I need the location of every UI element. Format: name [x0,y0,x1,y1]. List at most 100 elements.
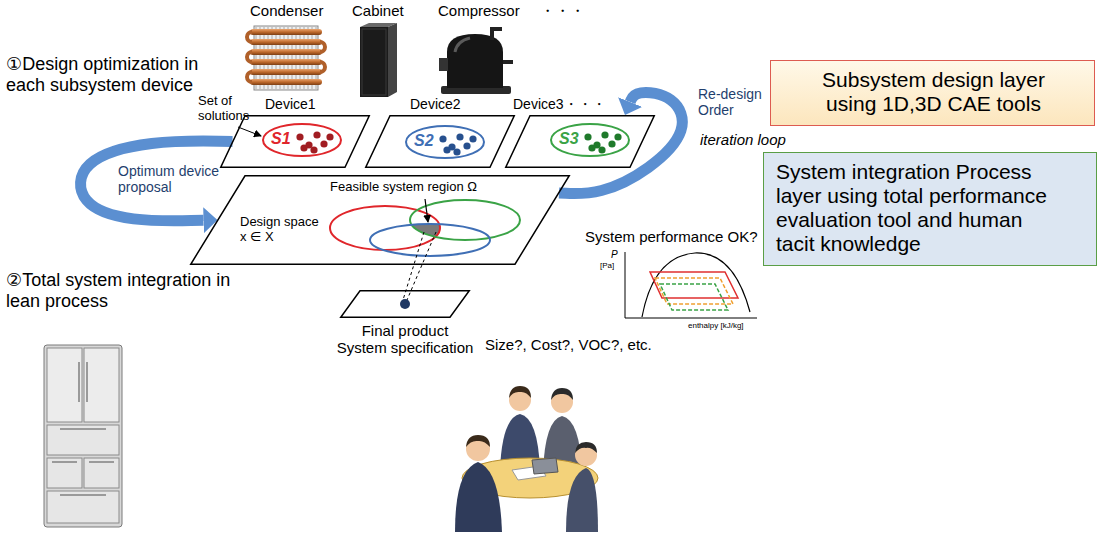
refrigerator-picture [47,348,82,422]
condenser-picture [250,79,322,85]
set-outline [263,124,341,156]
team-picture [455,462,502,532]
final-spec-plane: Final product System specification [340,290,470,318]
design-space-sets [400,299,410,309]
compressor-picture [439,29,513,94]
solution-dot [584,133,591,140]
team-picture [532,458,558,474]
question-note: System performance OK? [585,228,758,245]
condenser-picture [250,49,322,55]
refrigerator-picture [84,348,119,422]
team-picture [551,388,573,400]
solution-dot [614,133,621,140]
solution-set: S1 [262,123,342,157]
condenser-picture [250,29,322,35]
design-space-sets [370,224,490,256]
part-name: Compressor [438,2,520,19]
refrigerator-picture [44,345,122,527]
team-picture [509,386,531,398]
device-plane-outline [220,115,370,168]
layer-box: Subsystem design layer using 1D,3D CAE t… [770,60,1095,126]
compressor-picture [439,58,448,71]
solution-dot [469,135,476,142]
set-leader [238,127,261,136]
solution-set: S3 [550,123,630,157]
set-outline [551,124,629,156]
set-outline [406,126,484,158]
part-name: Condenser [250,2,323,19]
refrigerator-picture [52,429,114,495]
node-text: S2 [414,132,434,150]
plane-outline [341,291,470,318]
callout-label: Set of solutions [198,94,260,124]
callout-label: Feasible system region Ω [330,180,477,195]
refrigerator-picture [44,345,122,527]
device-plane: Device3・・・S3 [505,115,655,168]
condenser-picture [250,59,322,65]
team-picture [566,468,598,532]
solution-set: S2 [405,125,485,159]
compressor-picture [455,38,470,52]
condenser-picture [247,32,325,82]
node-text: S3 [559,130,579,148]
loop-note: iteration loop [700,131,786,148]
ph-chart [642,253,750,317]
node-text: Device3・・・ [513,96,606,112]
solution-dot [598,146,605,153]
ph-chart [625,252,757,318]
design-space-sets [410,200,520,240]
condenser-picture [250,39,322,45]
solution-dot [310,146,317,153]
axis-unit: [Pa] [600,261,614,270]
final-spec-plane-outline [340,290,470,318]
solution-dot [300,144,307,151]
cabinet-picture [360,27,388,97]
compressor-picture [492,29,513,62]
step-heading: ②Total system integration in lean proces… [6,270,241,311]
question-note: Size?, Cost?, VOC?, etc. [485,336,652,353]
node-text: System integration Process layer using t… [776,160,1058,257]
part-name: ・・・ [540,2,585,19]
condenser-picture [247,26,325,90]
device-plane: Device1S1 [220,115,370,168]
solution-dot [588,144,595,151]
node-text: Device1 [265,96,316,112]
axis-label: enthalpy [kJ/kg] [688,321,744,330]
compressor-picture [447,34,503,88]
solution-dot [296,133,303,140]
design-space-sets [330,206,440,250]
team-picture [466,435,490,447]
solution-dot [456,133,463,140]
node-text: Subsystem design layer using 1D,3D CAE t… [808,68,1059,116]
design-space-sets [403,232,436,300]
design-space-sets [330,206,440,250]
cabinet-picture [388,23,397,97]
node-text: Design space x ∈ X [240,215,326,245]
team-picture [455,386,598,532]
cabinet-picture [362,29,386,95]
team-picture [575,442,597,453]
edge-label: Re-design Order [698,86,768,118]
node-text: Device2 [410,96,461,112]
layer-box: System integration Process layer using t… [763,152,1097,266]
axis-label: P [611,249,618,261]
flow-arrow [81,141,233,221]
node-text: Final product System specification [336,322,474,357]
plane-outline [506,116,655,168]
solution-dot [443,146,450,153]
edge-label: Optimum device proposal [118,163,222,195]
device-plane: Device2S2 [365,115,515,168]
part-name: Cabinet [352,2,404,19]
plane-outline [191,176,570,265]
solution-dot [608,140,615,147]
device-plane-outline [365,115,515,168]
plane-outline [366,116,515,168]
condenser-picture [250,69,322,75]
set-leader [238,127,261,136]
refrigerator-picture [78,362,80,402]
device-plane-outline [505,115,655,168]
step-heading: ①Design optimization in each subsystem d… [6,54,231,95]
ph-chart [660,284,728,310]
